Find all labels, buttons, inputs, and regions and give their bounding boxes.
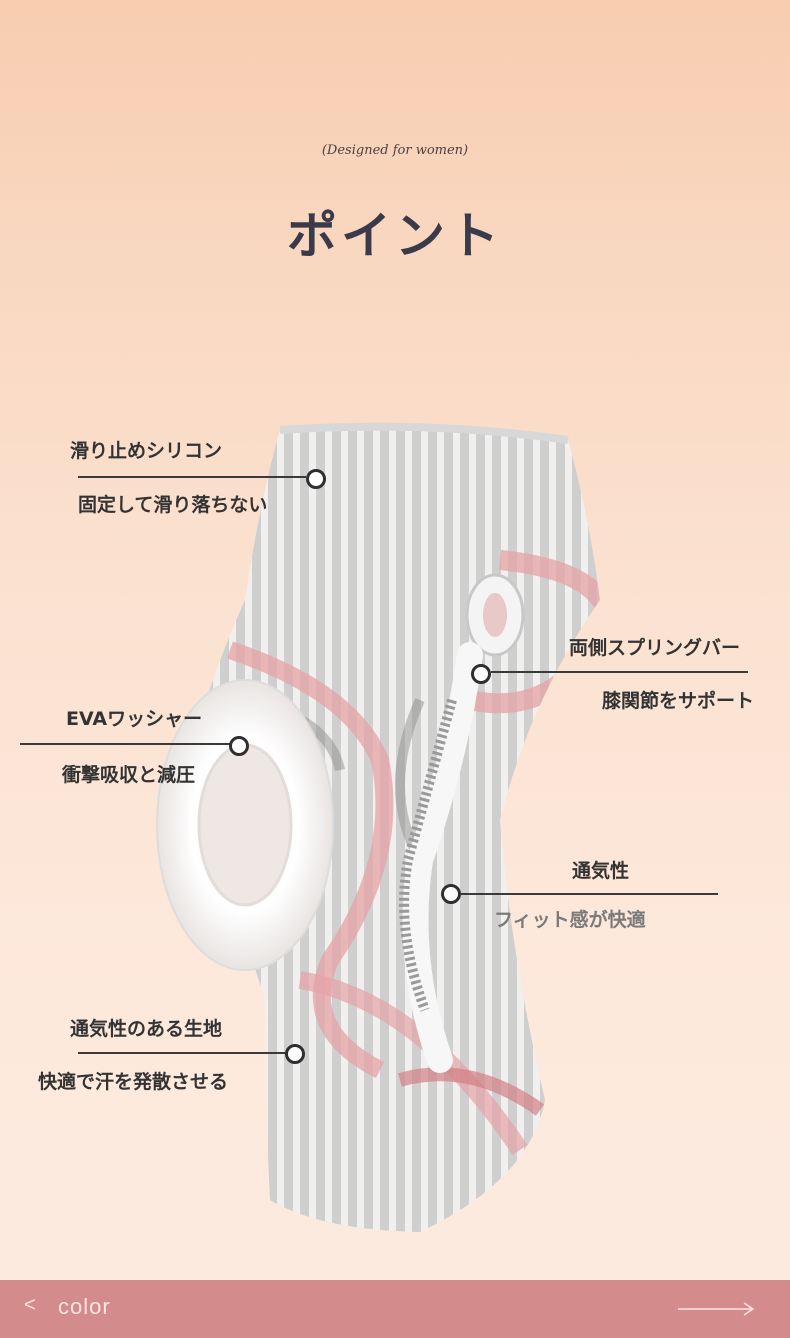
callout-dot	[285, 1044, 305, 1064]
callout-dot	[306, 469, 326, 489]
feature-fabric-title: 通気性のある生地	[70, 1018, 223, 1040]
callout-line	[20, 743, 230, 745]
next-arrow-icon[interactable]	[678, 1302, 758, 1316]
feature-spring-title: 両側スプリングバー	[569, 637, 741, 659]
feature-breathable-title: 通気性	[572, 860, 630, 882]
prev-arrow-icon[interactable]: <	[24, 1294, 36, 1316]
callout-line	[491, 671, 748, 673]
feature-spring-desc: 膝関節をサポート	[602, 690, 755, 712]
callout-dot	[471, 664, 491, 684]
footer-bar: < color	[0, 1280, 790, 1338]
feature-eva-title: EVAワッシャー	[66, 708, 203, 730]
feature-silicone-title: 滑り止めシリコン	[70, 440, 223, 462]
knee-brace-image	[156, 422, 600, 1233]
color-label[interactable]: color	[58, 1294, 111, 1319]
feature-fabric-desc: 快適で汗を発散させる	[38, 1071, 229, 1093]
tagline: (Designed for women)	[321, 143, 469, 158]
feature-breathable-desc: フィット感が快適	[494, 909, 646, 931]
callout-line	[461, 893, 718, 895]
callout-line	[78, 1052, 286, 1054]
callout-dot	[441, 884, 461, 904]
feature-silicone-desc: 固定して滑り落ちない	[78, 494, 268, 516]
page-title: ポイント	[287, 207, 503, 265]
callout-line	[78, 476, 306, 478]
callout-dot	[229, 736, 249, 756]
feature-eva-desc: 衝撃吸収と減圧	[62, 764, 196, 786]
